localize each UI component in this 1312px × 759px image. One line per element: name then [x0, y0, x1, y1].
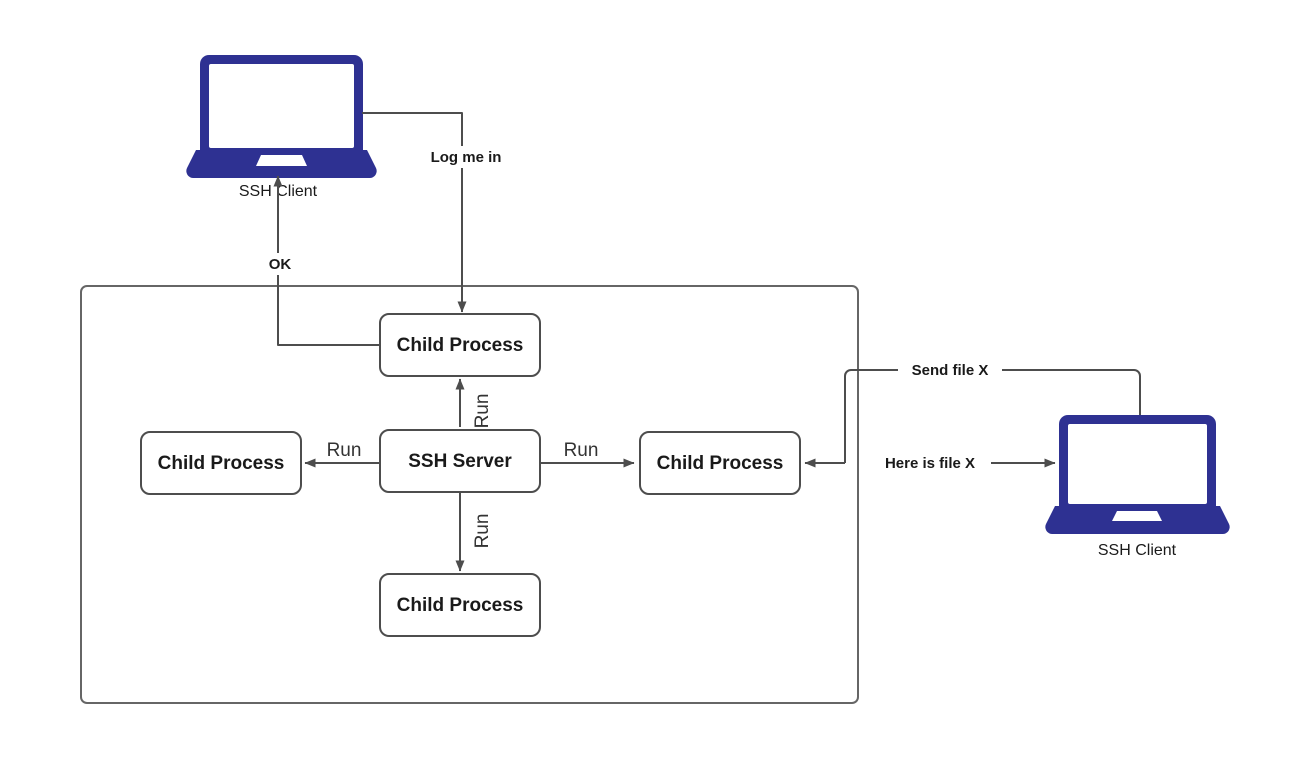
edge-label-run-left: Run — [320, 438, 368, 462]
node-child-process-left[interactable]: Child Process — [140, 431, 302, 495]
node-child-process-right-label: Child Process — [657, 453, 784, 474]
laptop-screen-right — [1068, 424, 1207, 504]
laptop-notch-top — [256, 155, 307, 166]
edge-label-run-down-text: Run — [472, 514, 493, 549]
edge-label-run-right: Run — [557, 438, 605, 462]
edge-label-run-up: Run — [471, 387, 495, 435]
edge-label-run-up-text: Run — [472, 394, 493, 429]
node-ssh-server-label: SSH Server — [408, 451, 512, 472]
node-child-process-right[interactable]: Child Process — [639, 431, 801, 495]
laptop-screen-top — [209, 64, 354, 148]
edge-label-run-down: Run — [471, 507, 495, 555]
edge-label-ok-text: OK — [269, 256, 292, 273]
node-child-process-bottom[interactable]: Child Process — [379, 573, 541, 637]
edge-label-run-left-text: Run — [327, 440, 362, 461]
edge-label-ok: OK — [258, 253, 298, 275]
edge-label-send-file-x-text: Send file X — [912, 362, 989, 379]
laptop-notch-right — [1112, 511, 1162, 521]
edge-label-log-me-in: Log me in — [414, 146, 518, 168]
edge-log-me-in — [362, 112, 467, 313]
node-child-process-bottom-label: Child Process — [397, 595, 524, 616]
node-ssh-server[interactable]: SSH Server — [379, 429, 541, 493]
laptop-caption-right: SSH Client — [1098, 542, 1177, 559]
edge-label-send-file-x: Send file X — [898, 359, 1002, 381]
node-child-process-top-label: Child Process — [397, 335, 524, 356]
edge-label-log-me-in-text: Log me in — [431, 149, 502, 166]
edge-ok — [273, 175, 379, 346]
laptop-ssh-client-top: SSH Client — [186, 55, 377, 200]
ssh-server-container — [80, 285, 859, 704]
edge-label-here-is-file-x: Here is file X — [869, 452, 991, 474]
node-child-process-top[interactable]: Child Process — [379, 313, 541, 377]
node-child-process-left-label: Child Process — [158, 453, 285, 474]
edge-label-run-right-text: Run — [564, 440, 599, 461]
laptop-ssh-client-right: SSH Client — [1045, 415, 1230, 559]
edge-label-here-is-file-x-text: Here is file X — [885, 455, 975, 472]
